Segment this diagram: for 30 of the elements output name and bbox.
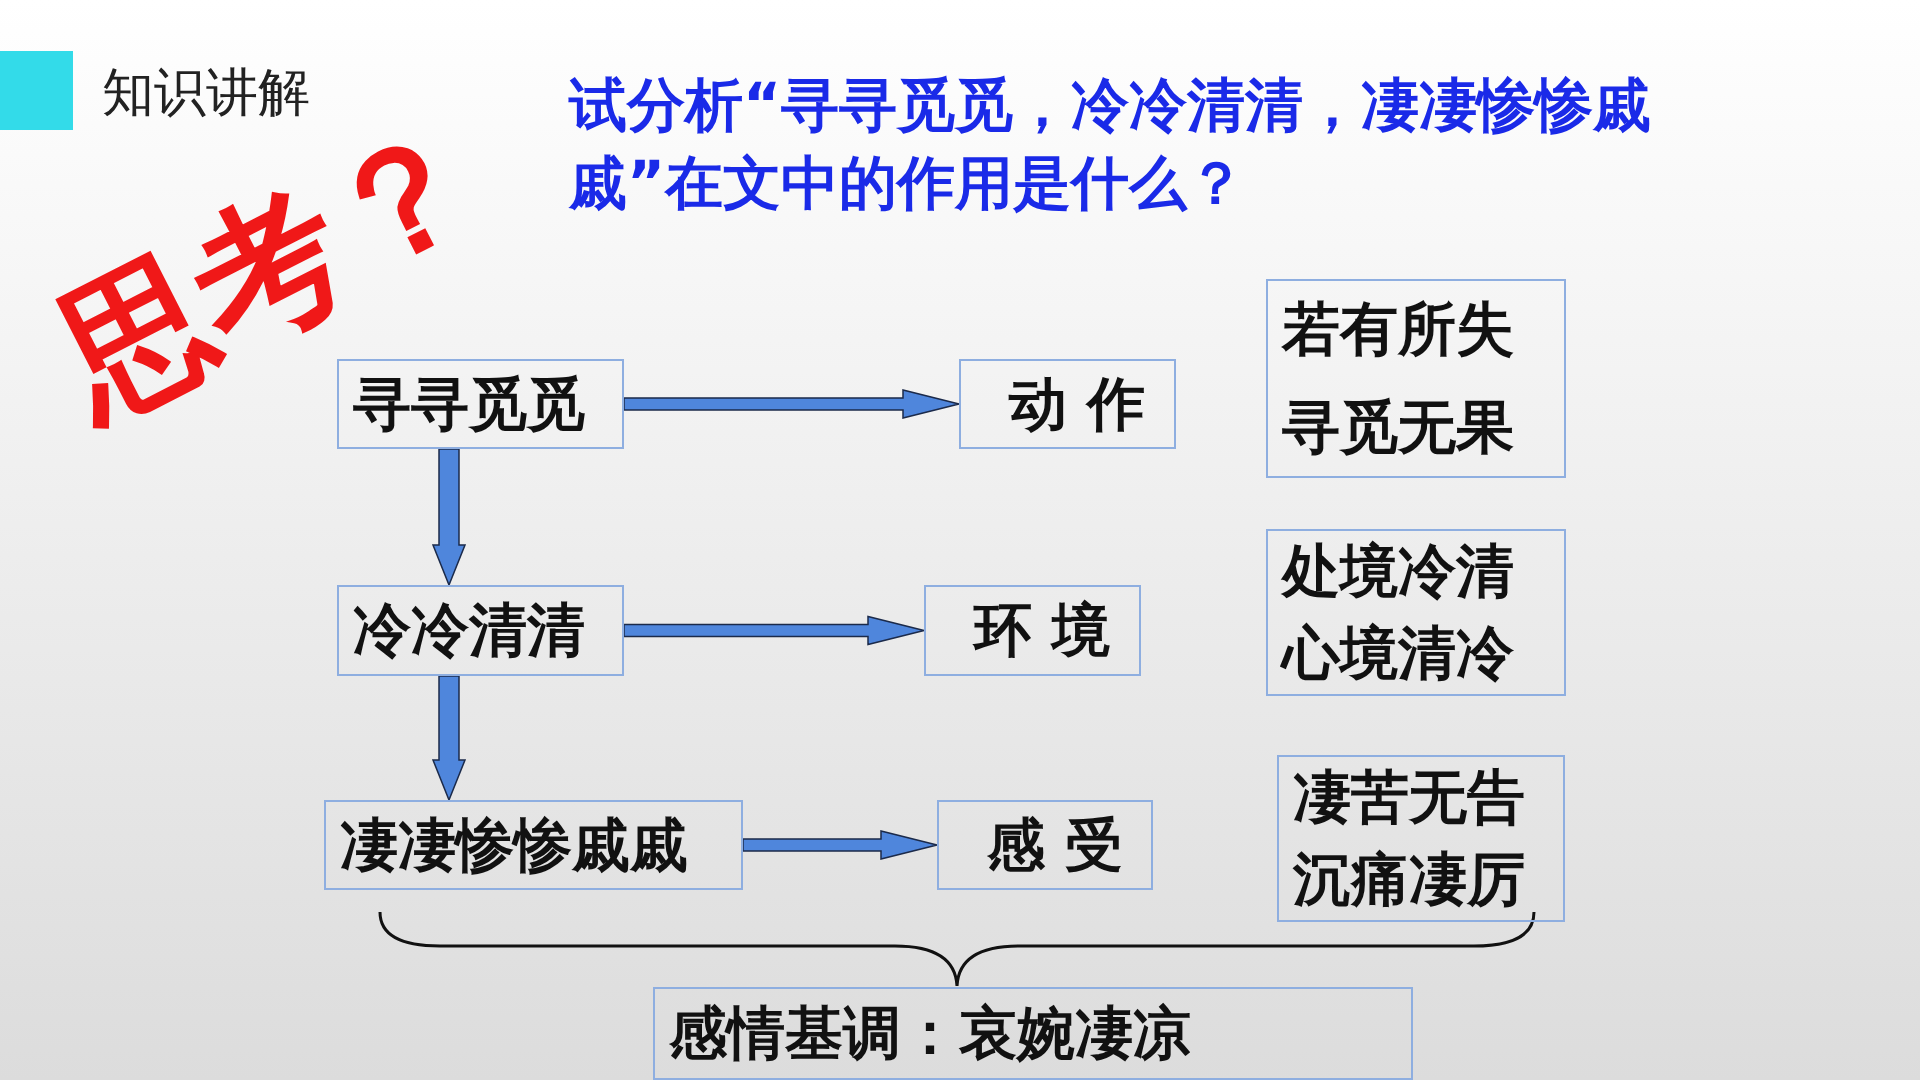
box-text: 沉痛凄厉 [1293,845,1525,913]
arrow [431,448,467,587]
text-box [337,359,624,449]
text-box [1266,279,1566,478]
box-text: 凄苦无告 [1293,764,1525,832]
box-text: 处境冷清 [1282,538,1514,606]
box-text: 寻寻觅觅 [353,370,585,438]
box-text: 感 受 [987,811,1124,879]
arrow [431,675,467,802]
arrow [742,830,938,860]
text-box [959,359,1176,449]
box-text: 寻觅无果 [1282,393,1514,461]
question-title: 试分析“寻寻觅觅，冷冷清清，凄凄惨惨戚戚”在文中的作用是什么？ [569,70,1653,219]
text-box [937,800,1153,890]
text-box [324,800,743,890]
box-text: 环 境 [974,597,1111,664]
arrow [623,389,960,419]
box-text: 动 作 [1009,370,1146,438]
box-text: 若有所失 [1282,296,1514,364]
section-heading: 知识讲解 [102,61,310,124]
arrow [623,615,925,646]
text-box [653,987,1413,1080]
text-box [1277,755,1565,922]
text-box [337,585,624,676]
text-box [1266,529,1566,696]
box-text: 心境清冷 [1282,619,1514,687]
text-box [924,585,1141,676]
box-text: 感情基调：哀婉凄凉 [669,1000,1191,1067]
box-text: 凄凄惨惨戚戚 [340,811,688,879]
box-text: 冷冷清清 [353,597,585,664]
